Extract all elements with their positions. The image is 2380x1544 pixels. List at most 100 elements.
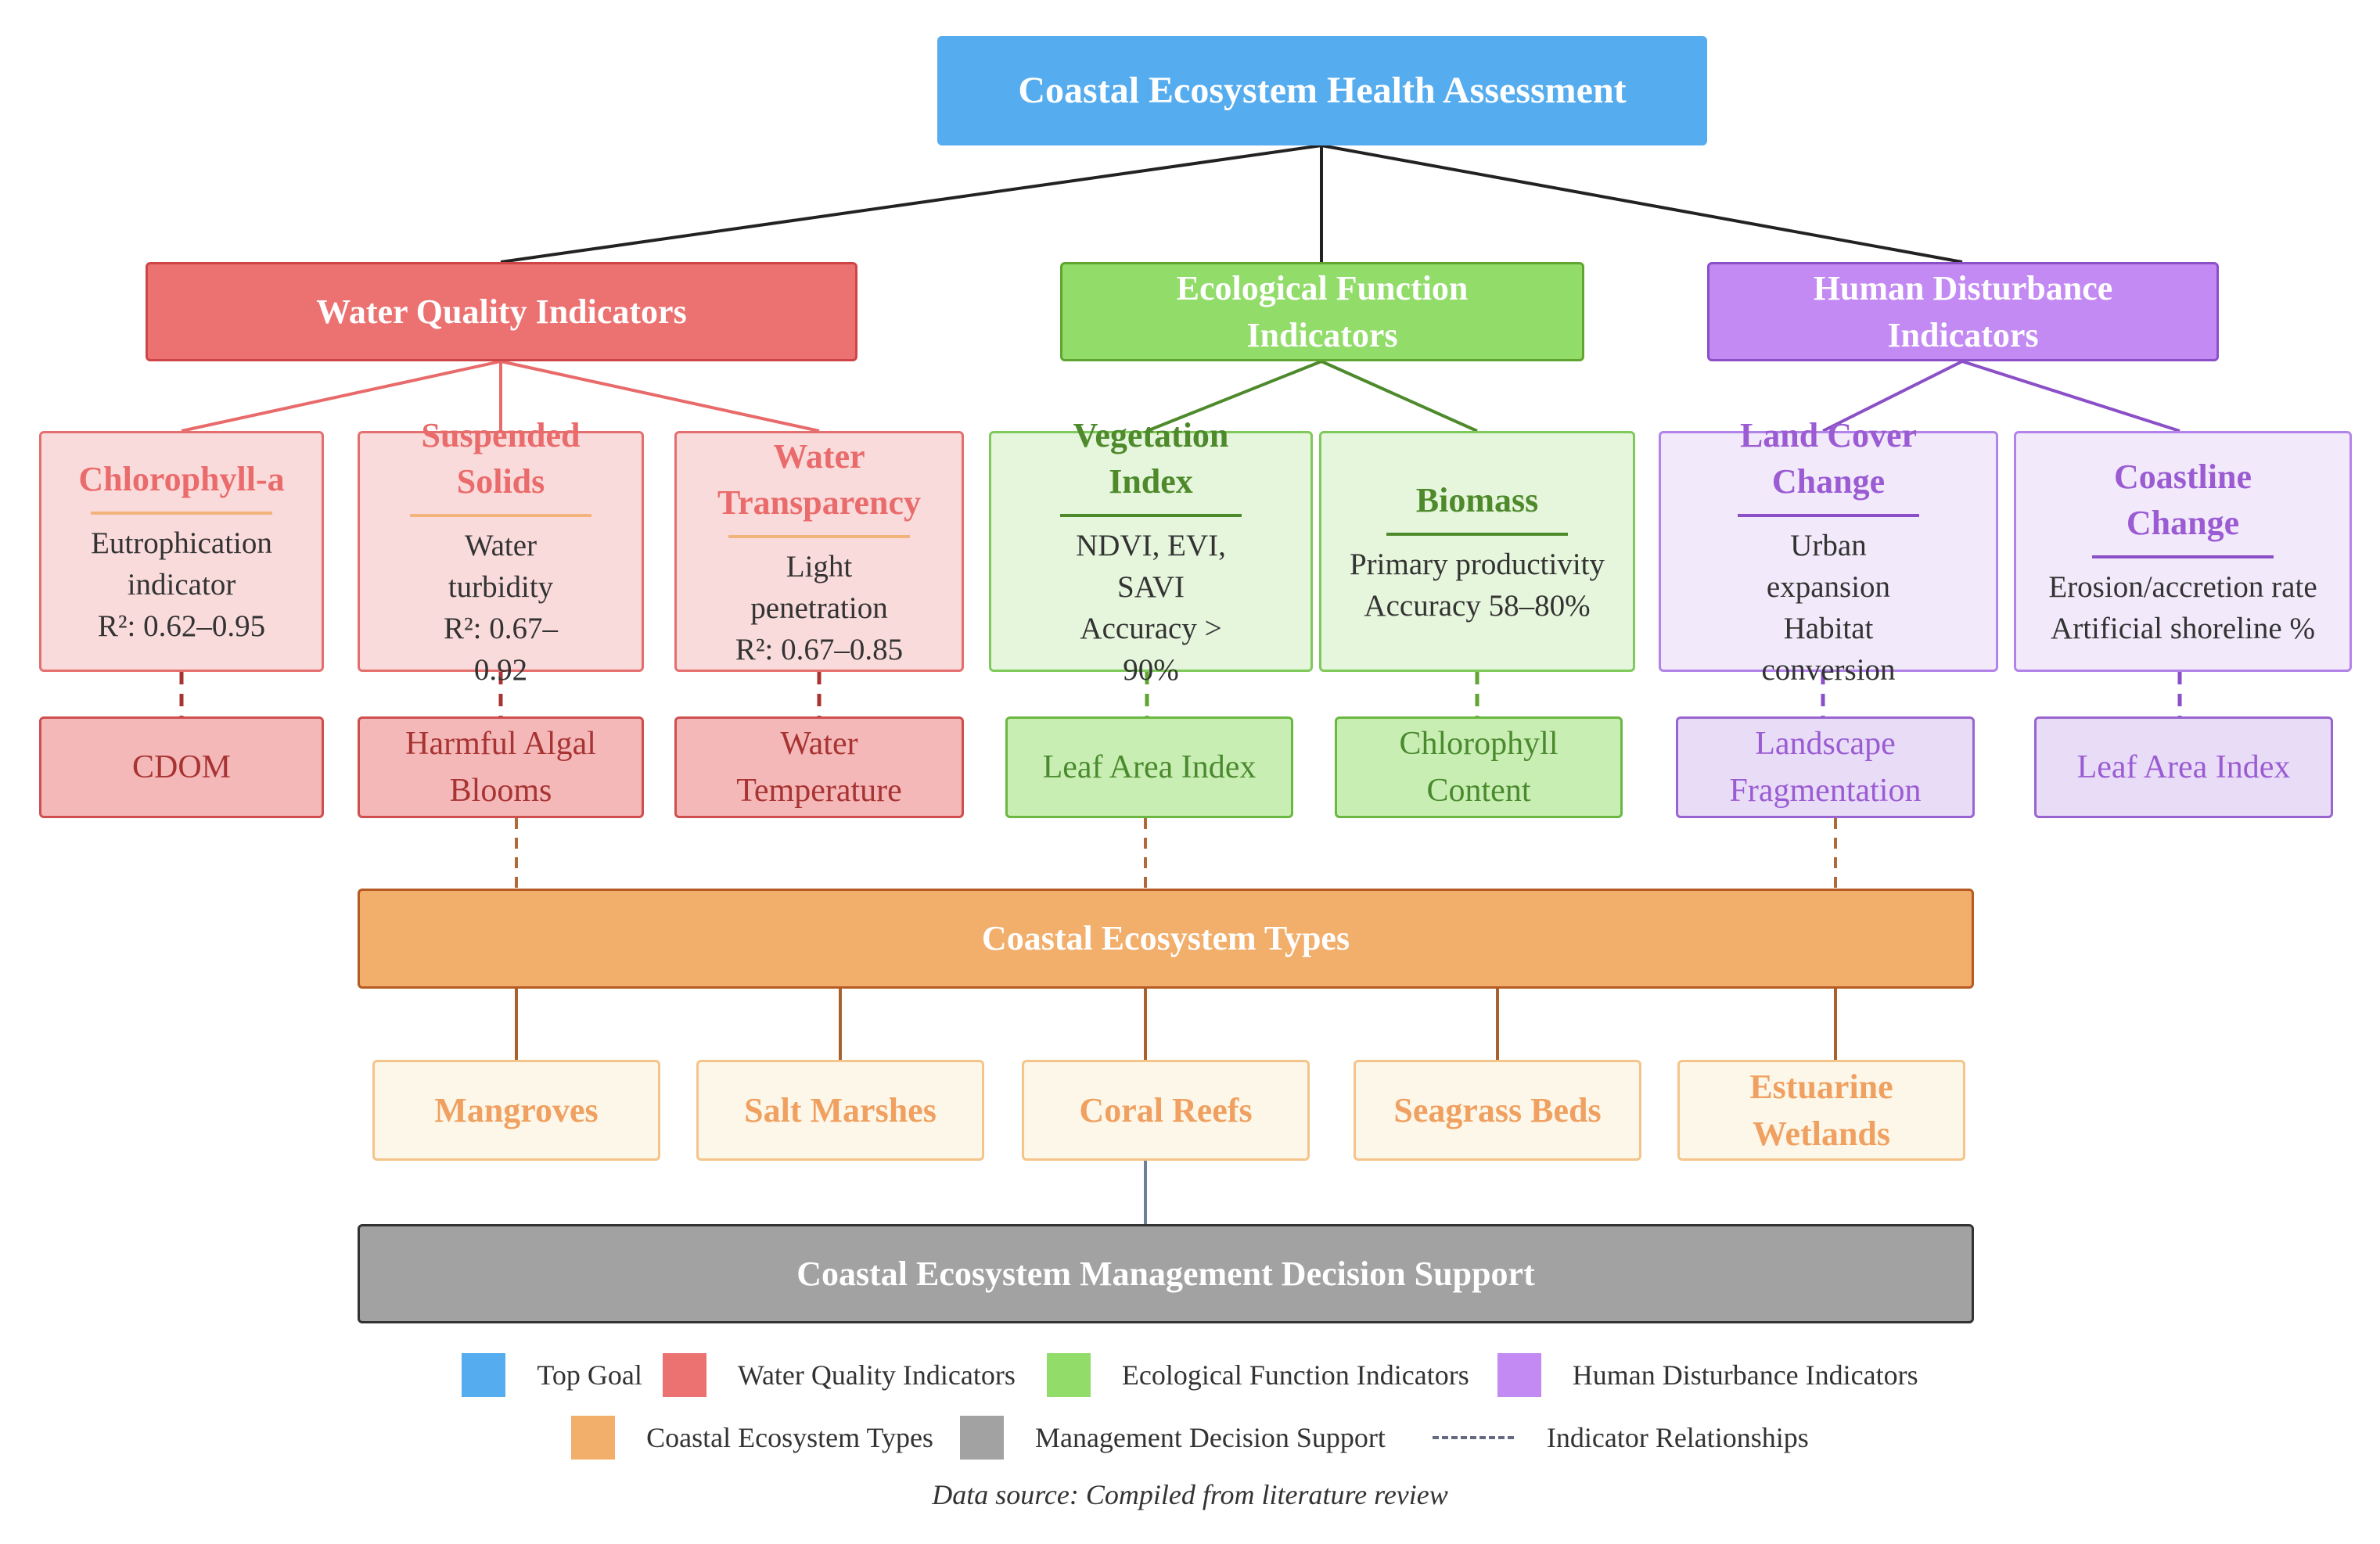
sub-indicator-cdom: CDOM: [39, 716, 324, 818]
legend-label: Water Quality Indicators: [737, 1359, 1016, 1391]
indicator-desc-line: Accuracy > 90%: [1080, 612, 1222, 687]
ecosystem-mangroves: Mangroves: [372, 1060, 660, 1161]
management-title: Coastal Ecosystem Management Decision Su…: [796, 1254, 1535, 1293]
indicator-suspended-solids: Suspended Solids Water turbidity R²: 0.6…: [358, 416, 644, 687]
title-underline: [1060, 514, 1242, 517]
sub-indicator-label: Leaf Area Index: [2076, 749, 2291, 785]
indicator-title: Biomass: [1415, 480, 1539, 519]
legend-swatch: [462, 1353, 506, 1397]
indicator-desc-line: Urban expansion: [1766, 529, 1891, 604]
connector-wq-chl: [181, 360, 502, 433]
indicator-desc-line: Accuracy 58–80%: [1364, 588, 1591, 623]
indicator-desc-line: Light penetration: [750, 549, 888, 625]
legend-swatch: [959, 1416, 1004, 1460]
sub-indicator-harmful-algal-blooms: Harmful Algal Blooms: [358, 716, 644, 818]
legend-item-ecological-function: Ecological Function Indicators: [1046, 1353, 1469, 1397]
title-underline: [410, 514, 591, 517]
legend-item-management: Management Decision Support: [959, 1416, 1386, 1460]
ecosystem-label: Estuarine Wetlands: [1749, 1067, 1893, 1153]
legend-swatch: [1497, 1353, 1541, 1397]
indicator-title: Water Transparency: [717, 436, 921, 522]
sub-indicator-leaf-area-index-2: Leaf Area Index: [2034, 716, 2333, 818]
indicator-title: Chlorophyll-a: [78, 460, 285, 498]
ecosystem-types-bar: Coastal Ecosystem Types: [358, 889, 1974, 989]
sub-indicator-label: Water Temperature: [736, 726, 902, 809]
indicator-desc-line: Artificial shoreline %: [2051, 612, 2315, 645]
ecosystem-estuarine-wetlands: Estuarine Wetlands: [1677, 1060, 1965, 1161]
title-underline: [1738, 514, 1919, 517]
water-quality-header: Water Quality Indicators: [146, 262, 857, 361]
indicator-desc-line: R²: 0.62–0.95: [97, 609, 266, 643]
sub-indicator-label: Landscape Fragmentation: [1729, 726, 1922, 809]
sub-indicator-water-temperature: Water Temperature: [674, 716, 964, 818]
indicator-chlorophyll-a: Chlorophyll-a Eutrophication indicator R…: [39, 431, 324, 672]
management-box: Coastal Ecosystem Management Decision Su…: [358, 1224, 1974, 1323]
legend-label: Management Decision Support: [1034, 1422, 1386, 1453]
legend-row-2: Coastal Ecosystem Types Management Decis…: [0, 1414, 2380, 1461]
indicator-biomass: Biomass Primary productivity Accuracy 58…: [1319, 431, 1635, 672]
sub-indicator-label: CDOM: [131, 749, 232, 785]
human-disturbance-title: Human Disturbance Indicators: [1813, 268, 2113, 354]
legend-item-indicator-relationships: Indicator Relationships: [1432, 1421, 1809, 1454]
legend-item-top-goal: Top Goal: [462, 1353, 642, 1397]
legend-label: Top Goal: [537, 1359, 642, 1391]
indicator-land-cover-change: Land Cover Change Urban expansion Habita…: [1659, 416, 1998, 687]
indicator-title: Land Cover Change: [1739, 416, 1918, 501]
title-underline: [728, 534, 910, 538]
indicator-title: Coastline Change: [2114, 458, 2252, 542]
indicator-vegetation-index: Vegetation Index NDVI, EVI, SAVI Accurac…: [989, 416, 1313, 687]
sub-indicator-landscape-fragmentation: Landscape Fragmentation: [1676, 716, 1975, 818]
indicator-title: Vegetation Index: [1073, 416, 1229, 501]
sub-indicator-chlorophyll-content: Chlorophyll Content: [1335, 716, 1623, 818]
indicator-desc-line: R²: 0.67–0.92: [443, 612, 559, 687]
ecosystem-label: Seagrass Beds: [1393, 1090, 1602, 1129]
legend-row-1: Top Goal Water Quality Indicators Ecolog…: [0, 1352, 2380, 1399]
top-goal-box: Coastal Ecosystem Health Assessment: [937, 36, 1707, 145]
title-underline: [2092, 555, 2274, 558]
ecological-function-title: Ecological Function Indicators: [1176, 268, 1469, 354]
legend-item-human-disturbance: Human Disturbance Indicators: [1497, 1353, 1918, 1397]
legend-item-ecosystem-types: Coastal Ecosystem Types: [571, 1416, 933, 1460]
legend-item-water-quality: Water Quality Indicators: [662, 1353, 1016, 1397]
ecological-function-header: Ecological Function Indicators: [1060, 262, 1584, 361]
connector-ef-bm: [1321, 360, 1478, 433]
data-source-note: Data source: Compiled from literature re…: [932, 1479, 1448, 1510]
legend-swatch: [1046, 1353, 1091, 1397]
indicator-desc-line: indicator: [127, 568, 236, 601]
connector-top-human: [1321, 144, 1963, 264]
indicator-coastline-change: Coastline Change Erosion/accretion rate …: [2014, 431, 2352, 672]
legend-label: Indicator Relationships: [1546, 1422, 1809, 1453]
indicator-desc-line: Water turbidity: [448, 529, 554, 604]
indicator-desc-line: Primary productivity: [1349, 547, 1605, 581]
title-underline: [91, 512, 272, 515]
indicator-desc-line: Habitat conversion: [1761, 612, 1896, 687]
legend-swatch: [662, 1353, 706, 1397]
sub-indicator-label: Leaf Area Index: [1042, 749, 1257, 785]
indicator-water-transparency: Water Transparency Light penetration R²:…: [674, 431, 964, 672]
ecosystem-salt-marshes: Salt Marshes: [696, 1060, 984, 1161]
indicator-desc-line: Eutrophication: [91, 526, 272, 560]
legend-dashed-line: [1432, 1436, 1514, 1439]
connector-ef-vi: [1146, 360, 1322, 433]
ecosystem-label: Salt Marshes: [744, 1090, 937, 1129]
connector-top-water: [500, 144, 1322, 264]
ecosystem-label: Mangroves: [434, 1090, 599, 1129]
legend-swatch: [571, 1416, 616, 1460]
indicator-desc-line: Erosion/accretion rate: [2048, 570, 2317, 604]
human-disturbance-header: Human Disturbance Indicators: [1707, 262, 2219, 361]
legend-label: Human Disturbance Indicators: [1572, 1359, 1918, 1391]
ecosystem-coral-reefs: Coral Reefs: [1022, 1060, 1310, 1161]
title-underline: [1386, 532, 1568, 536]
connector-hd-lc: [1822, 360, 1963, 433]
legend-label: Coastal Ecosystem Types: [646, 1422, 933, 1453]
ecosystem-types-title: Coastal Ecosystem Types: [981, 919, 1350, 957]
top-goal-title: Coastal Ecosystem Health Assessment: [1018, 70, 1627, 111]
sub-indicator-leaf-area-index: Leaf Area Index: [1005, 716, 1293, 818]
indicator-desc-line: R²: 0.67–0.85: [735, 632, 904, 666]
sub-indicator-label: Harmful Algal Blooms: [405, 726, 596, 809]
ecosystem-seagrass-beds: Seagrass Beds: [1354, 1060, 1641, 1161]
ecosystem-label: Coral Reefs: [1079, 1090, 1253, 1129]
connector-hd-cc: [1961, 360, 2180, 433]
